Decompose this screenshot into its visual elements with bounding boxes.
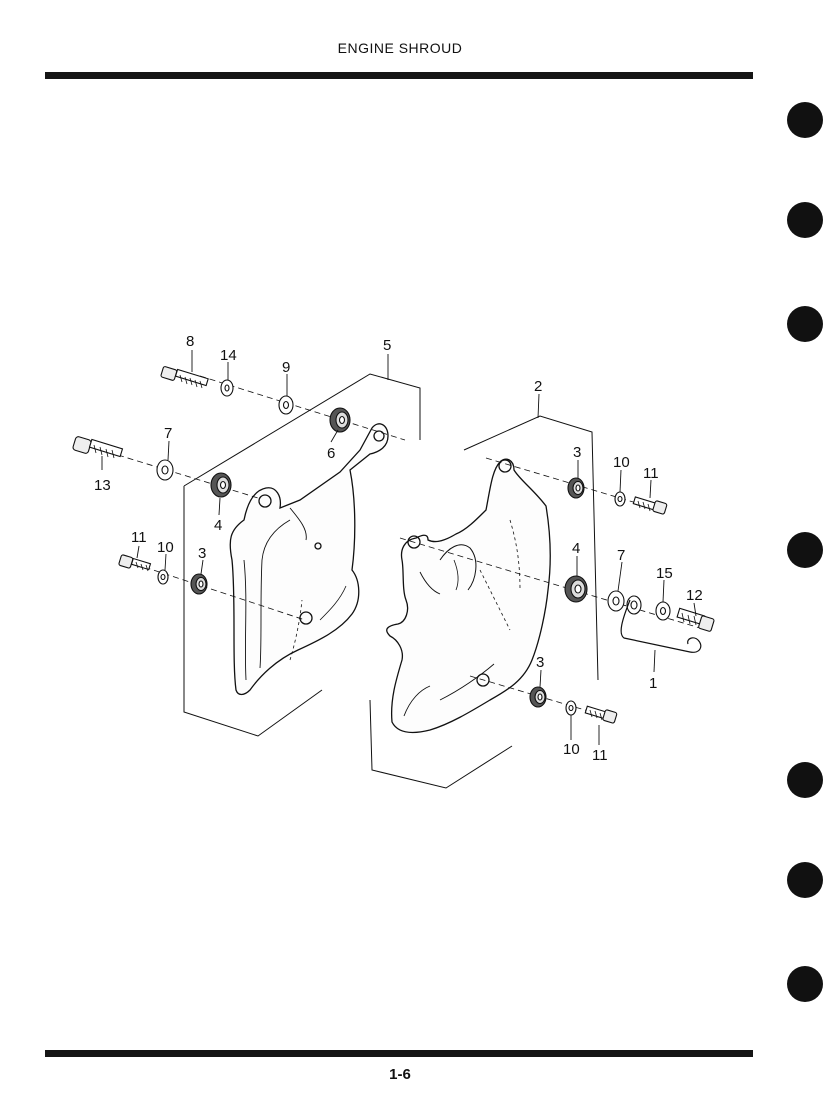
binder-hole xyxy=(787,762,823,798)
washer-10-left xyxy=(157,569,169,585)
bolt-13 xyxy=(72,436,124,459)
callout-11: 11 xyxy=(131,529,147,546)
callout-3: 3 xyxy=(198,545,206,562)
bolt-11-upper-right xyxy=(632,496,668,515)
grommet-4-left xyxy=(210,472,232,498)
washer-9 xyxy=(278,395,294,415)
spring-washer-clip xyxy=(626,595,642,615)
bolt-11-left xyxy=(118,554,152,572)
grommet-3-left xyxy=(190,573,208,595)
callout-5: 5 xyxy=(383,337,391,354)
binder-hole xyxy=(787,862,823,898)
callout-1: 1 xyxy=(649,675,657,692)
bolt-12 xyxy=(676,607,715,632)
binder-hole xyxy=(787,306,823,342)
bolt-11-lower-right xyxy=(584,705,618,724)
assembly-centerlines xyxy=(117,375,701,719)
callout-3: 3 xyxy=(536,654,544,671)
callout-13: 13 xyxy=(94,477,111,494)
page-title: ENGINE SHROUD xyxy=(337,40,463,56)
callout-10: 10 xyxy=(613,454,630,471)
callout-4: 4 xyxy=(572,540,580,557)
callout-11: 11 xyxy=(592,747,608,764)
callout-8: 8 xyxy=(186,333,194,350)
washer-7-left xyxy=(156,459,174,481)
left-shroud-part-5 xyxy=(183,373,421,737)
callout-14: 14 xyxy=(220,347,237,364)
washer-15 xyxy=(655,601,671,621)
callout-15: 15 xyxy=(656,565,673,582)
binder-hole xyxy=(787,202,823,238)
binder-hole xyxy=(787,102,823,138)
washer-10-lower-right xyxy=(565,700,577,716)
grommet-3-lower-right xyxy=(529,686,547,708)
footer-rule xyxy=(45,1050,753,1057)
callout-labels: 8 14 9 5 7 6 13 4 11 10 3 2 3 10 11 4 7 … xyxy=(94,333,703,764)
grommet-4-right xyxy=(564,575,588,603)
callout-2: 2 xyxy=(534,378,542,395)
binder-hole xyxy=(787,966,823,1002)
bolt-8 xyxy=(160,366,209,389)
grommet-6 xyxy=(329,407,351,433)
washer-10-upper-right xyxy=(614,491,626,507)
callout-10: 10 xyxy=(563,741,580,758)
callout-7: 7 xyxy=(164,425,172,442)
callout-12: 12 xyxy=(686,587,703,604)
clip-wire-1 xyxy=(620,599,702,653)
leader-lines xyxy=(101,350,697,745)
washer-7-right xyxy=(607,590,625,612)
binder-hole xyxy=(787,532,823,568)
header-rule xyxy=(45,72,753,79)
callout-4: 4 xyxy=(214,517,222,534)
right-shroud-part-2 xyxy=(369,415,599,789)
callout-3: 3 xyxy=(573,444,581,461)
grommet-3-upper-right xyxy=(567,477,585,499)
page-number: 1-6 xyxy=(389,1066,411,1083)
callout-7: 7 xyxy=(617,547,625,564)
callout-10: 10 xyxy=(157,539,174,556)
callout-6: 6 xyxy=(327,445,335,462)
washer-14 xyxy=(220,379,234,397)
callout-9: 9 xyxy=(282,359,290,376)
callout-11: 11 xyxy=(643,465,659,482)
